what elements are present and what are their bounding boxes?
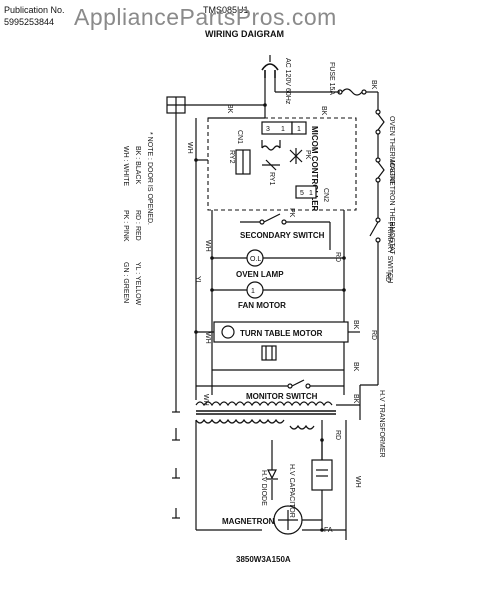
magnetron bbox=[273, 505, 346, 535]
terminal-1-cn2: 1 bbox=[309, 190, 313, 197]
section-title: WIRING DAIGRAM bbox=[205, 29, 284, 39]
publication-label: Publication No. bbox=[4, 5, 65, 15]
hv-capacitor-label: H.V CAPACITOR bbox=[288, 464, 295, 518]
ry1-relay bbox=[261, 140, 281, 171]
thermal-element bbox=[289, 148, 303, 164]
legend-wh: WH : WHITE bbox=[122, 146, 129, 186]
wire-label-rd-2: RD bbox=[370, 330, 377, 340]
publication-number: 5995253844 bbox=[4, 17, 55, 27]
legend-pk: PK : PINK bbox=[122, 210, 129, 242]
wire-label-bk-2: BK bbox=[320, 106, 327, 116]
wire-label-bk-5: BK bbox=[352, 362, 359, 372]
ground-block bbox=[166, 96, 186, 114]
legend-bk: BK : BLACK bbox=[134, 146, 141, 184]
hv-diode-label: H.V DIODE bbox=[260, 470, 267, 506]
wire-label-rd-4: RD bbox=[334, 430, 341, 440]
hv-diode bbox=[266, 440, 278, 500]
diagram-code: 3850W3A150A bbox=[236, 555, 291, 564]
fan-motor: 1 bbox=[212, 281, 344, 299]
legend-gn: GN : GREEN bbox=[122, 262, 129, 303]
wire-label-rd-1: RD bbox=[384, 272, 391, 282]
oven-lamp-label: OVEN LAMP bbox=[236, 270, 284, 279]
hv-transformer-label: H.V TRANSFORMER bbox=[378, 390, 385, 458]
ry2-relay bbox=[235, 149, 251, 175]
turntable-motor-label: TURN TABLE MOTOR bbox=[240, 329, 323, 338]
terminal-3: 3 bbox=[266, 126, 270, 133]
power-plug bbox=[261, 55, 279, 92]
primary-switch-label: PRIMARY SWITCH bbox=[386, 222, 393, 283]
oven-thermostat-label: OVEN THERMOSTAT bbox=[388, 116, 395, 186]
terminal-1: 1 bbox=[297, 126, 301, 133]
ry1-label: RY1 bbox=[268, 172, 275, 186]
fuse bbox=[337, 88, 367, 96]
legend-yl: YL : YELLOW bbox=[134, 262, 141, 306]
secondary-switch-label: SECONDARY SWITCH bbox=[240, 231, 325, 240]
wire-label-wh-4: WH bbox=[202, 394, 209, 406]
cn1-label: CN1 bbox=[236, 130, 243, 144]
wire-label-rd-3: RD bbox=[334, 252, 341, 262]
door-note: * NOTE : DOOR IS OPENED. bbox=[146, 132, 153, 225]
terminal-1-cn1: 1 bbox=[281, 126, 285, 133]
monitor-switch bbox=[196, 379, 344, 389]
oven-thermostat bbox=[375, 109, 385, 135]
wire-label-yl: YL bbox=[194, 276, 201, 285]
cn2-connector: 5 1 bbox=[295, 185, 317, 199]
wire-label-wh-5: WH bbox=[354, 476, 361, 488]
wire-label-wh-1: WH bbox=[186, 142, 193, 154]
fan-motor-symbol: 1 bbox=[251, 288, 255, 295]
monitor-switch-label: MONITOR SWITCH bbox=[246, 392, 318, 401]
oven-lamp: O.L bbox=[212, 249, 344, 267]
ground-taps-left bbox=[172, 402, 180, 519]
turntable-motor bbox=[196, 321, 360, 343]
cn2-label: CN2 bbox=[322, 188, 329, 202]
magnetron-label: MAGNETRON bbox=[222, 517, 275, 526]
magnetron-thermostat bbox=[375, 157, 385, 183]
wire-label-bk-6: BK bbox=[352, 394, 359, 404]
cn1-connector: 3 1 1 bbox=[261, 121, 307, 135]
fan-motor-label: FAN MOTOR bbox=[238, 301, 286, 310]
micom-controller-box bbox=[207, 117, 357, 211]
pt-label: PK bbox=[304, 150, 311, 160]
connector-block bbox=[261, 345, 277, 361]
wire-label-bk-4: BK bbox=[352, 320, 359, 330]
wire-label-fa: FA bbox=[324, 527, 333, 534]
micom-controller-label: MICOM CONTROLLER bbox=[310, 126, 319, 212]
secondary-switch bbox=[240, 213, 330, 225]
primary-switch bbox=[369, 217, 381, 243]
model-number: TMS085U1 bbox=[203, 5, 249, 15]
watermark: AppliancePartsPros.com bbox=[74, 4, 337, 30]
wire-label-bk-1: BK bbox=[226, 104, 233, 114]
wire-label-wh-3: WH bbox=[204, 332, 211, 344]
fuse-label: FUSE 15A bbox=[328, 62, 335, 95]
ry2-label: RY2 bbox=[228, 150, 235, 164]
wire-label-bk-3: BK bbox=[370, 80, 377, 90]
wire-label-pk: PK bbox=[288, 208, 295, 218]
terminal-5: 5 bbox=[300, 190, 304, 197]
oven-lamp-symbol: O.L bbox=[250, 256, 261, 263]
hv-capacitor bbox=[311, 440, 333, 491]
wire-label-wh-2: WH bbox=[204, 240, 211, 252]
hv-transformer bbox=[195, 401, 360, 430]
power-cord-label: AC 120V 60Hz bbox=[284, 58, 291, 105]
legend-rd: RD : RED bbox=[134, 210, 141, 241]
magnetron-thermostat-label: MAGNETRON THERMOSTAT bbox=[388, 160, 395, 255]
